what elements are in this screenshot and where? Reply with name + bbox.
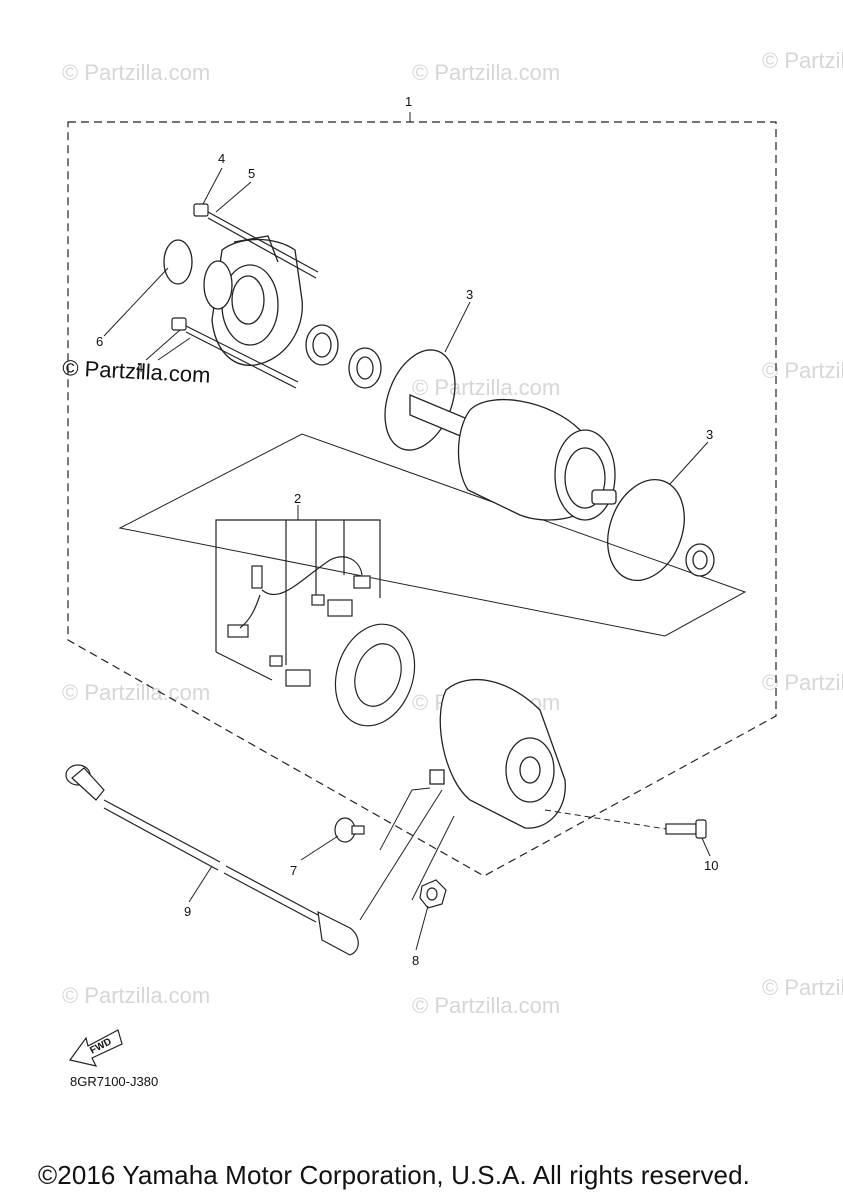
callout-9: 9 [184, 904, 191, 919]
callout-5: 5 [248, 166, 255, 181]
callout-4: 4 [136, 360, 143, 375]
watermarks: © Partzilla.com © Partzilla.com © Partzi… [62, 48, 843, 1018]
drawing-code: 8GR7100-J380 [70, 1074, 159, 1089]
watermark: © Partzilla.com [762, 975, 843, 1000]
o-ring-front [163, 239, 193, 285]
fwd-arrow-icon: FWD [68, 1029, 123, 1067]
rear-cover [429, 678, 566, 829]
o-ring-3-right [607, 478, 685, 582]
front-cover [203, 235, 303, 366]
watermark: © Partzilla.com [412, 993, 560, 1018]
watermark: © Partzilla.com [762, 48, 843, 73]
watermark: © Partzilla.com [412, 375, 560, 400]
bearing-and-seal [305, 324, 382, 389]
screw-7 [334, 817, 365, 843]
copyright-notice: ©2016 Yamaha Motor Corporation, U.S.A. A… [38, 1160, 750, 1190]
leader-lines [103, 167, 711, 951]
bolt-10 [665, 819, 707, 839]
watermark: © Partzilla.com [762, 670, 843, 695]
callout-4: 4 [218, 151, 225, 166]
callout-1: 1 [405, 94, 412, 109]
callout-3: 3 [706, 427, 713, 442]
callout-7: 7 [290, 863, 297, 878]
through-bolts [171, 203, 319, 389]
callout-2: 2 [294, 491, 301, 506]
rear-bushing [685, 543, 715, 577]
callouts: 1 2 3 3 4 4 5 6 7 8 9 10 [96, 94, 718, 968]
watermark: © Partzilla.com [762, 358, 843, 383]
callout-3: 3 [466, 287, 473, 302]
brush-holder [215, 519, 416, 727]
nut-8 [419, 879, 447, 909]
watermark: © Partzilla.com [412, 60, 560, 85]
watermark: © Partzilla.com [62, 60, 210, 85]
assembly-outline [67, 121, 777, 877]
watermark: © Partzilla.com [62, 983, 210, 1008]
o-ring-3-left [384, 349, 456, 451]
leader-line [544, 809, 667, 830]
armature-yoke [409, 394, 617, 521]
brush-subassembly-plane [118, 433, 747, 637]
callout-8: 8 [412, 953, 419, 968]
lead-wire-9 [65, 764, 359, 956]
callout-10: 10 [704, 858, 718, 873]
callout-6: 6 [96, 334, 103, 349]
watermark: © Partzilla.com [62, 680, 210, 705]
